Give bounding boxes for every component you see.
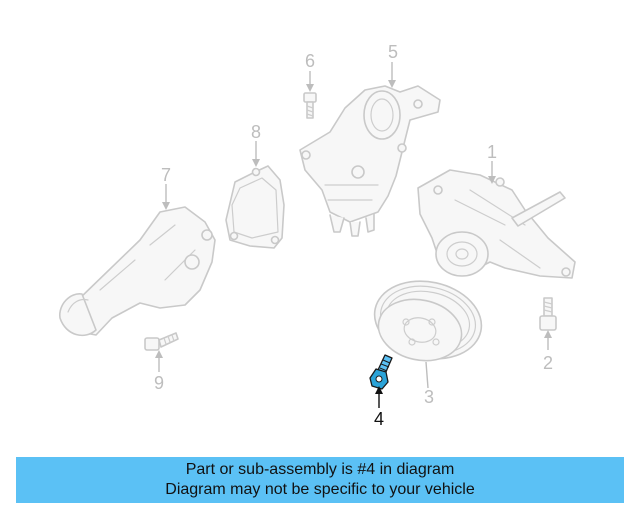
callout-1: 1 xyxy=(487,142,497,162)
leader-arrowheads xyxy=(155,80,552,394)
leader-lines xyxy=(158,62,549,408)
parts-diagram: 1 2 3 4 5 6 7 8 9 xyxy=(59,42,576,429)
banner-line-2: Diagram may not be specific to your vehi… xyxy=(165,481,475,498)
callout-5: 5 xyxy=(388,42,398,62)
callout-8: 8 xyxy=(251,122,261,142)
callout-4: 4 xyxy=(374,409,384,429)
part-9-bolt xyxy=(144,332,179,351)
part-3-pulley xyxy=(373,280,483,362)
part-5-pump-housing xyxy=(299,85,441,237)
callout-2: 2 xyxy=(543,353,553,373)
part-6-bolt xyxy=(303,92,317,119)
callout-3: 3 xyxy=(424,387,434,407)
part-7-coolant-pipe xyxy=(59,206,216,337)
info-banner: Part or sub-assembly is #4 in diagram Di… xyxy=(16,457,624,503)
part-4-bolt-highlighted xyxy=(369,354,393,390)
callout-6: 6 xyxy=(305,51,315,71)
part-8-gasket xyxy=(225,165,285,249)
part-2-bolt xyxy=(539,297,557,331)
callout-7: 7 xyxy=(161,165,171,185)
part-1-water-pump xyxy=(417,169,576,279)
callout-9: 9 xyxy=(154,373,164,393)
banner-line-1: Part or sub-assembly is #4 in diagram xyxy=(185,461,455,478)
